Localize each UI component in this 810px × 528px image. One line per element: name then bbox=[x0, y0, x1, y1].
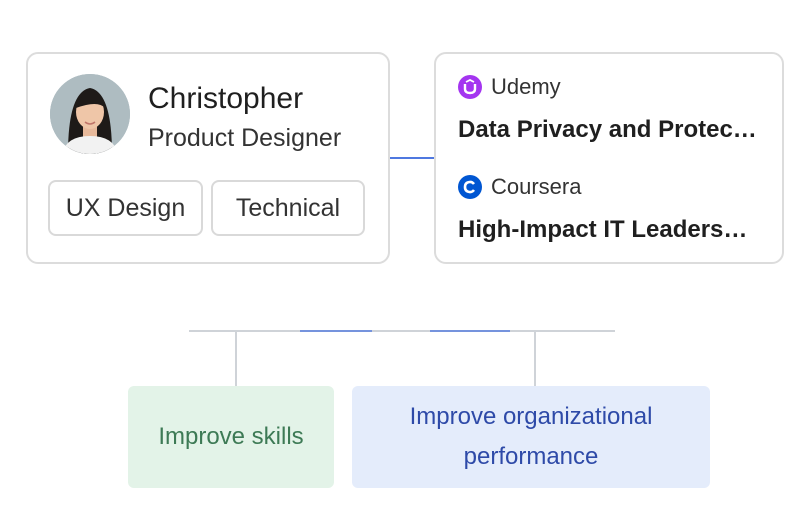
provider-coursera: Coursera bbox=[458, 174, 581, 200]
goal-improve-skills[interactable]: Improve skills bbox=[128, 386, 334, 488]
profile-role: Product Designer bbox=[148, 124, 342, 152]
courses-card[interactable]: Udemy Data Privacy and Protection Course… bbox=[434, 52, 784, 264]
provider-udemy: Udemy bbox=[458, 74, 561, 100]
course-title[interactable]: High-Impact IT Leadership bbox=[458, 216, 758, 243]
goal-improve-organizational-performance[interactable]: Improve organizational performance bbox=[352, 386, 710, 488]
provider-coursera-label: Coursera bbox=[491, 174, 582, 199]
person-avatar bbox=[50, 74, 130, 154]
skill-tag-technical[interactable]: Technical bbox=[211, 180, 365, 236]
provider-udemy-label: Udemy bbox=[491, 74, 561, 99]
goal-org-label: Improve organizational performance bbox=[409, 403, 653, 470]
profile-card[interactable]: Christopher Product Designer UX Design T… bbox=[26, 52, 390, 264]
coursera-logo-icon bbox=[458, 175, 482, 199]
skill-tag-ux-design[interactable]: UX Design bbox=[48, 180, 203, 236]
profile-name: Christopher bbox=[148, 82, 304, 115]
course-title[interactable]: Data Privacy and Protection bbox=[458, 116, 758, 143]
udemy-logo-icon bbox=[458, 75, 482, 99]
